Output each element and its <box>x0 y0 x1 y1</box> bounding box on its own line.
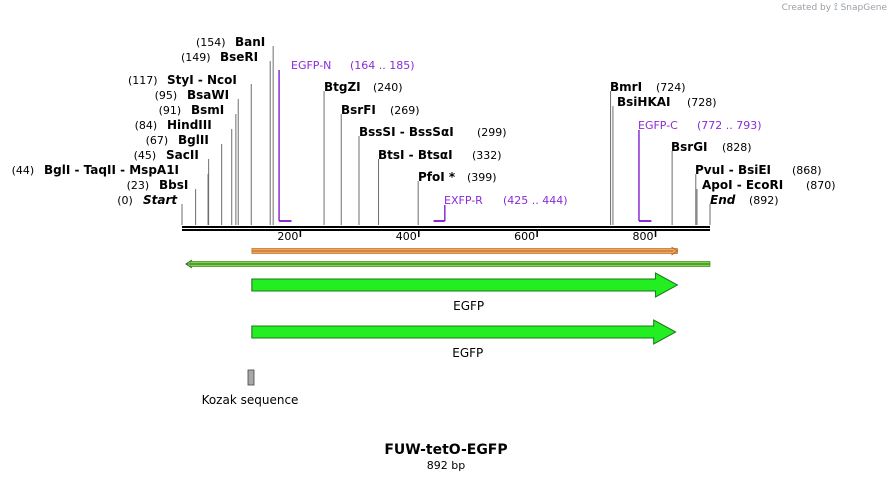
feature-tracks: EGFP EGFP Kozak sequence <box>185 246 711 407</box>
primer-range: (772 .. 793) <box>697 119 762 132</box>
enzyme-label-apoi: ApoI - EcoRI <box>702 178 783 192</box>
enzyme-label-bgli: BglI - TaqII - MspA1I <box>44 163 179 177</box>
enzyme-label-bsmi: BsmI <box>191 103 224 117</box>
enzyme-position: (269) <box>390 104 420 117</box>
enzyme-label-bmri: BmrI <box>610 80 642 94</box>
created-by-text: Created by <box>781 3 832 13</box>
enzyme-position: (154) <box>196 36 226 49</box>
snapgene-logo-icon: ⟟ <box>833 2 838 13</box>
ruler-tick-label: 200 <box>277 230 298 243</box>
sequence-backbone: 200 400 600 800 <box>182 226 710 243</box>
enzyme-position: (299) <box>477 126 507 139</box>
egfp-feature-arrow <box>251 319 677 345</box>
enzyme-position: (724) <box>656 81 686 94</box>
egfp-feature-label: EGFP <box>452 346 483 360</box>
primer-name-egfp-c: EGFP-C <box>638 119 678 132</box>
ruler-tick-label: 600 <box>514 230 535 243</box>
enzyme-label-sacii: SacII <box>166 148 199 162</box>
enzyme-label-pfoi: PfoI * <box>418 170 456 184</box>
primer-range: (425 .. 444) <box>503 194 568 207</box>
enzyme-position: (149) <box>181 51 211 64</box>
enzyme-label-btsi: BtsI - BtsαI <box>378 148 453 162</box>
sequence-length: 892 bp <box>427 459 465 472</box>
primer-annotations: EGFP-N (164 .. 185) EXFP-R (425 .. 444) EGFP… <box>278 59 762 222</box>
primer-name-exfp-r: EXFP-R <box>444 194 483 207</box>
enzyme-label-bsssi: BssSI - BssSαI <box>359 125 454 139</box>
enzyme-position: (84) <box>135 119 158 132</box>
kozak-feature-box <box>247 369 255 386</box>
enzyme-position: (240) <box>373 81 403 94</box>
orf-reverse-arrow-head <box>185 259 193 269</box>
enzyme-label-hindiii: HindIII <box>167 118 212 132</box>
enzyme-position: (117) <box>128 74 158 87</box>
enzyme-label-end: End <box>710 193 736 207</box>
enzyme-label-styi: StyI - NcoI <box>167 73 237 87</box>
enzyme-position: (44) <box>12 164 35 177</box>
enzyme-label-bsihkai: BsiHKAI <box>617 95 671 109</box>
enzyme-label-start: Start <box>143 193 178 207</box>
snapgene-name: SnapGene <box>840 3 887 13</box>
enzyme-position: (399) <box>467 171 497 184</box>
sequence-title: FUW-tetO-EGFP <box>384 442 507 458</box>
enzyme-label-bsrgi: BsrGI <box>671 140 708 154</box>
egfp-feature-arrow <box>251 272 679 298</box>
snapgene-credit: Created by ⟟ SnapGene <box>782 2 887 13</box>
enzyme-label-btgzi: BtgZI <box>324 80 361 94</box>
primer-range: (164 .. 185) <box>350 59 415 72</box>
enzyme-position: (870) <box>806 179 836 192</box>
ruler-tick-label: 800 <box>633 230 654 243</box>
enzyme-position: (45) <box>134 149 157 162</box>
egfp-feature-label: EGFP <box>453 299 484 313</box>
enzyme-position: (332) <box>472 149 502 162</box>
kozak-feature-label: Kozak sequence <box>202 393 299 407</box>
enzyme-position: (868) <box>792 164 822 177</box>
enzyme-label-bseri: BseRI <box>220 50 258 64</box>
enzyme-label-pvui: PvuI - BsiEI <box>695 163 771 177</box>
restriction-sites: (0) Start(23) BbsI (44) BglI - TaqII - MspA1… <box>12 35 836 225</box>
enzyme-position: (23) <box>127 179 150 192</box>
enzyme-position: (728) <box>687 96 717 109</box>
enzyme-position: (67) <box>146 134 169 147</box>
enzyme-label-bglii: BglII <box>178 133 209 147</box>
orf-arrow-head <box>671 246 679 256</box>
enzyme-label-bsawi: BsaWI <box>187 88 229 102</box>
enzyme-position: (0) <box>117 194 133 207</box>
enzyme-label-bbsi: BbsI <box>159 178 188 192</box>
enzyme-label-bsrfi: BsrFI <box>341 103 376 117</box>
ruler-tick-label: 400 <box>396 230 417 243</box>
enzyme-position: (828) <box>722 141 752 154</box>
enzyme-position: (95) <box>155 89 178 102</box>
enzyme-position: (91) <box>159 104 182 117</box>
enzyme-label-bani: BanI <box>235 35 265 49</box>
enzyme-position: (892) <box>749 194 779 207</box>
primer-name-egfp-n: EGFP-N <box>291 59 331 72</box>
